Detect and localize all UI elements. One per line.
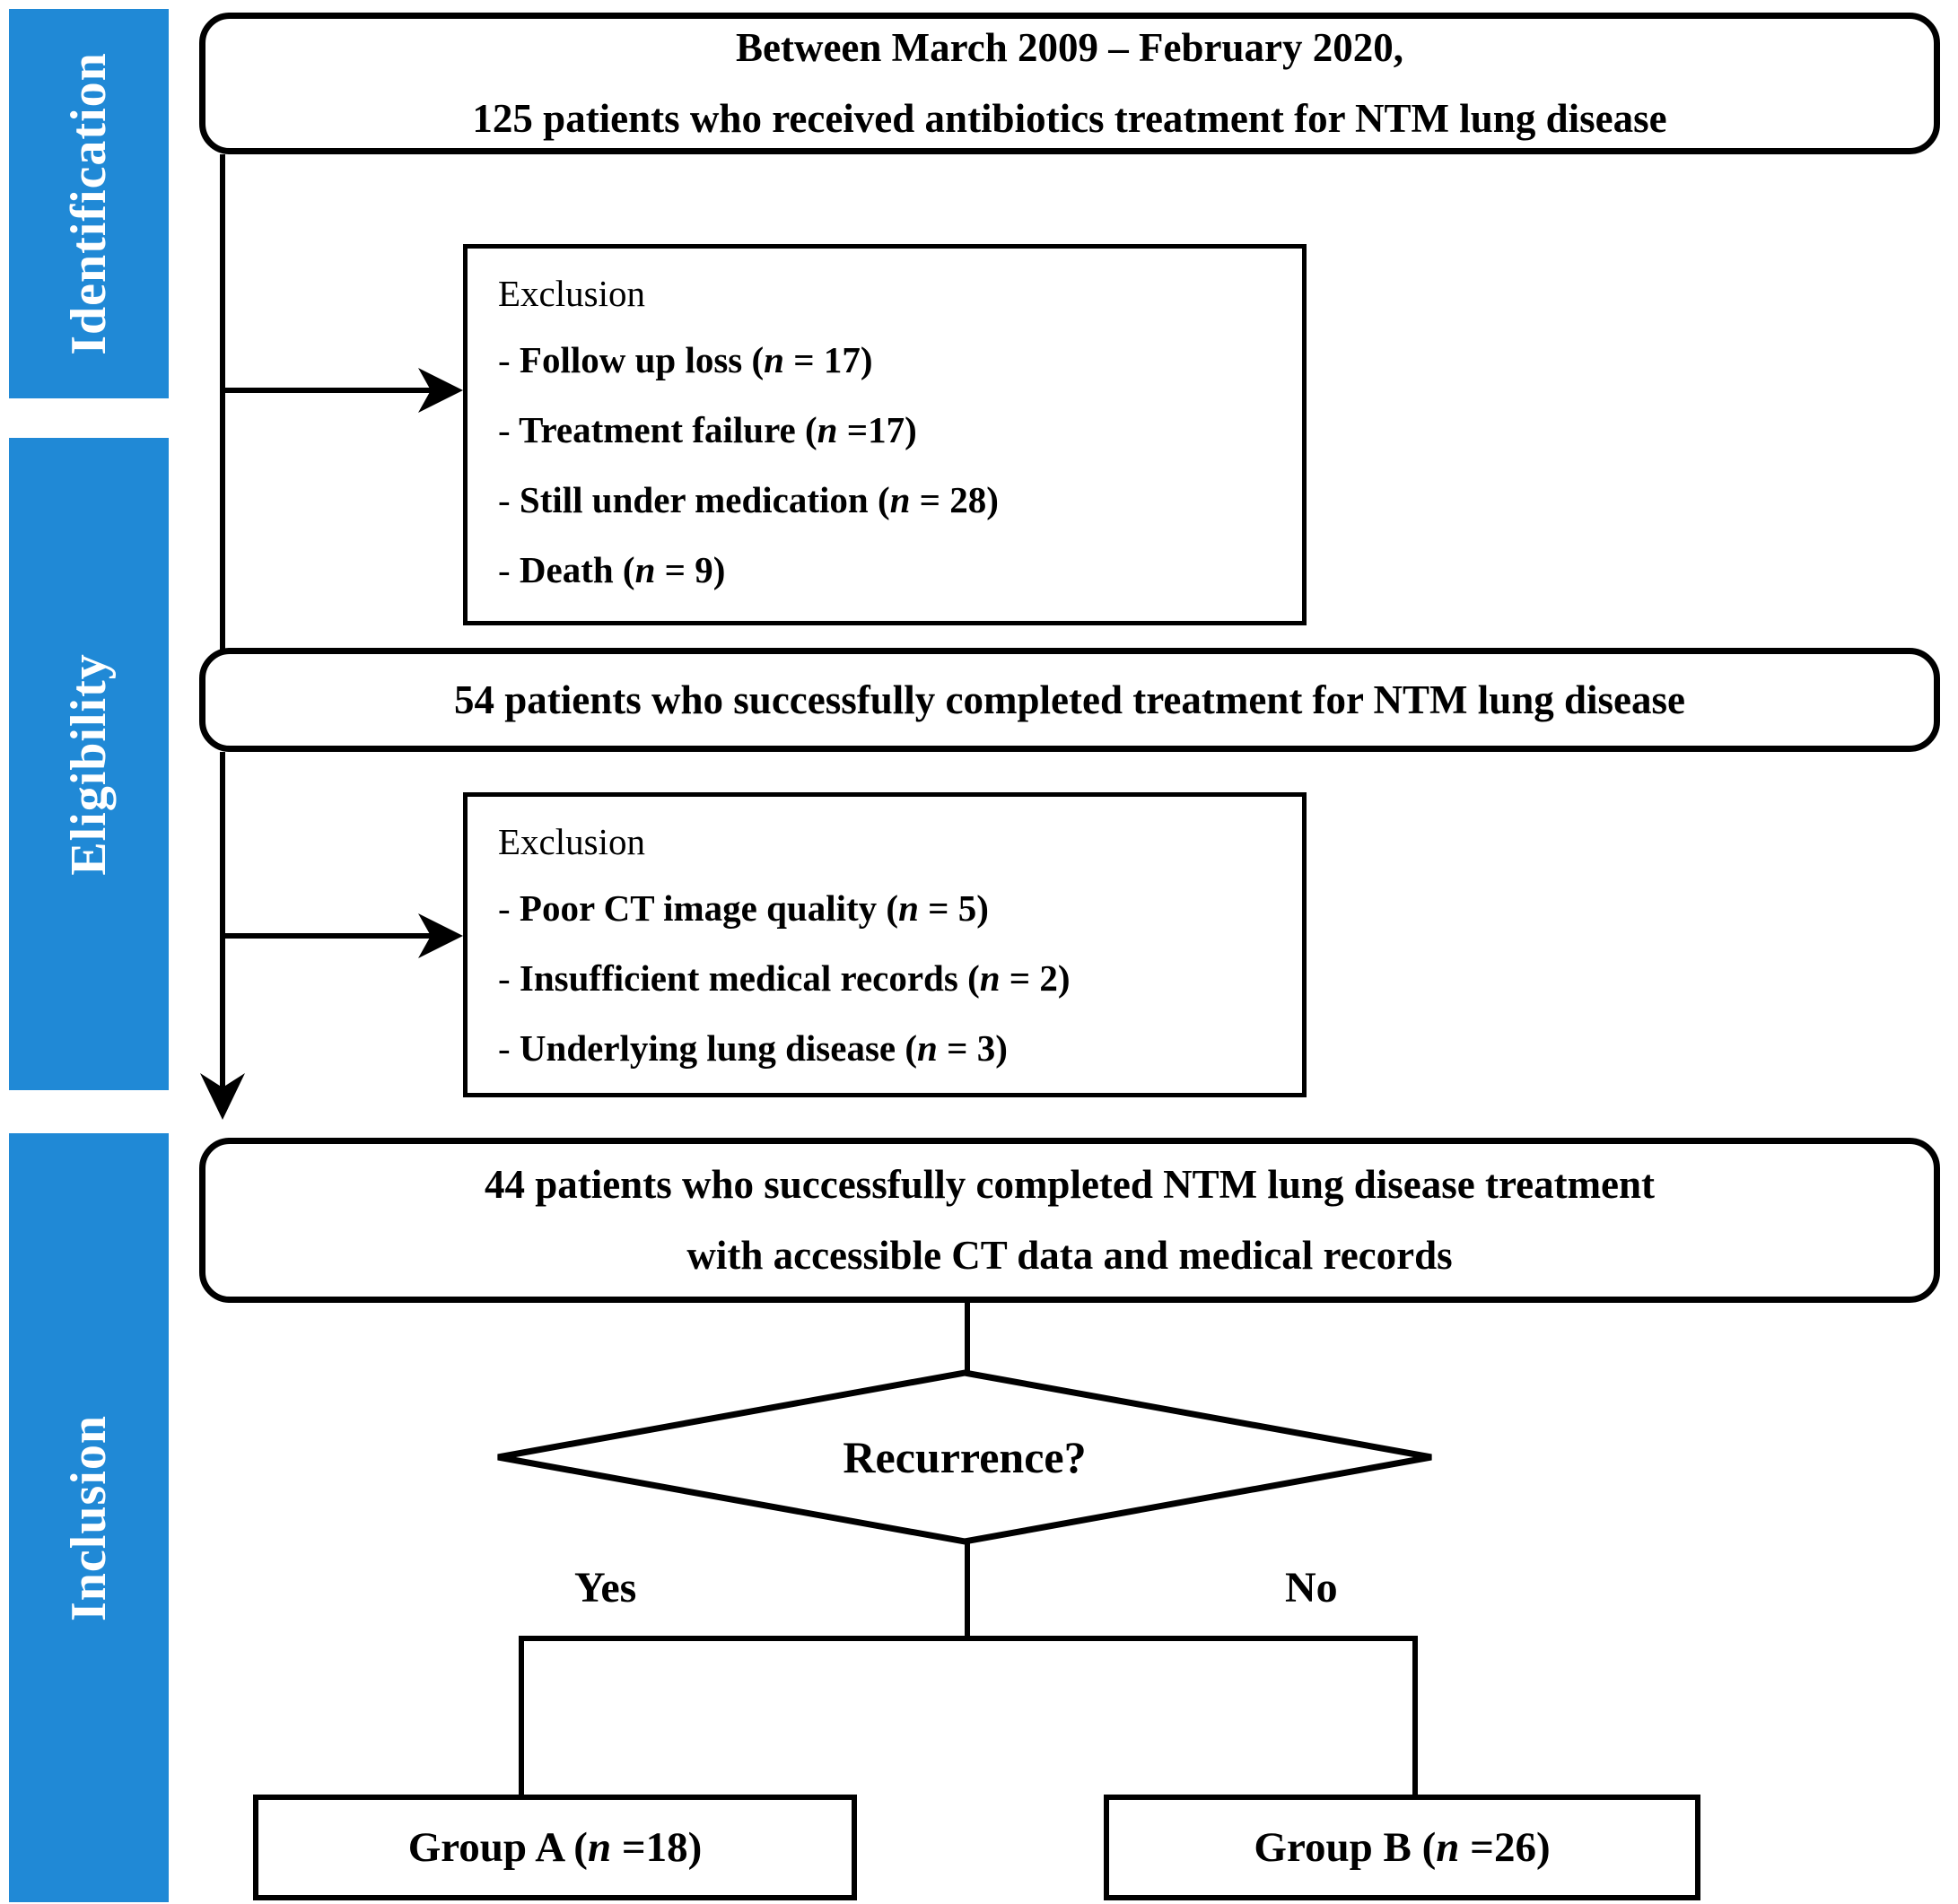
exclusion-box-1-title: Exclusion	[498, 273, 645, 314]
dash-bullet: -	[498, 479, 511, 520]
connector-eligibility-to-inclusion	[220, 752, 225, 1111]
inclusion-box-line-2: with accessible CT data and medical reco…	[686, 1233, 1453, 1278]
branch-label-no: No	[1285, 1564, 1338, 1611]
exclusion-item-count: (n = 5)	[886, 887, 989, 929]
exclusion-box-2-item-2: - Insufficient medical records (n = 2)	[498, 956, 1302, 1000]
exclusion-item-label: Underlying lung disease	[519, 1027, 896, 1069]
inclusion-box: 44 patients who successfully completed N…	[199, 1138, 1940, 1303]
connector-to-exclusion-1	[220, 388, 455, 393]
dash-bullet: -	[498, 409, 511, 450]
decision-node: Recurrence?	[498, 1373, 1431, 1542]
exclusion-box-1-item-3: - Still under medication (n = 28)	[498, 478, 1302, 521]
exclusion-box-2: Exclusion - Poor CT image quality (n = 5…	[463, 792, 1307, 1097]
connector-to-exclusion-2	[220, 933, 455, 939]
exclusion-item-count: (n = 17)	[751, 339, 873, 380]
dash-bullet: -	[498, 957, 511, 999]
dash-bullet: -	[498, 339, 511, 380]
exclusion-item-count: (n = 3)	[905, 1027, 1008, 1069]
exclusion-item-label: Poor CT image quality	[519, 887, 878, 929]
connector-inclusion-to-decision	[965, 1303, 970, 1375]
exclusion-item-label: Follow up loss	[519, 339, 743, 380]
stage-band-eligibility-label: Eligibility	[61, 652, 117, 876]
identification-box-line-1: Between March 2009 – February 2020,	[735, 25, 1404, 71]
exclusion-item-count: (n =17)	[804, 409, 917, 450]
exclusion-box-2-title: Exclusion	[498, 821, 645, 862]
exclusion-item-label: Insufficient medical records	[519, 957, 958, 999]
group-a-label: Group A (n =18)	[407, 1824, 703, 1871]
exclusion-box-1: Exclusion - Follow up loss (n = 17) - Tr…	[463, 244, 1307, 625]
exclusion-item-count: (n = 28)	[877, 479, 999, 520]
stage-band-identification: Identification	[9, 9, 169, 398]
exclusion-box-1-item-1: - Follow up loss (n = 17)	[498, 338, 1302, 381]
dash-bullet: -	[498, 1027, 511, 1069]
stage-band-identification-label: Identification	[61, 52, 117, 355]
dash-bullet: -	[498, 887, 511, 929]
exclusion-box-2-item-3: - Underlying lung disease (n = 3)	[498, 1026, 1302, 1070]
stage-band-inclusion-label: Inclusion	[61, 1414, 117, 1621]
group-a-box: Group A (n =18)	[253, 1795, 857, 1900]
connector-decision-to-split	[965, 1542, 970, 1638]
inclusion-box-line-1: 44 patients who successfully completed N…	[484, 1162, 1656, 1208]
branch-label-yes: Yes	[574, 1564, 637, 1611]
decision-label: Recurrence?	[843, 1432, 1087, 1482]
identification-box-line-2: 125 patients who received antibiotics tr…	[472, 96, 1667, 141]
connector-split-bar	[519, 1636, 1418, 1641]
dash-bullet: -	[498, 549, 511, 590]
exclusion-box-2-item-1: - Poor CT image quality (n = 5)	[498, 886, 1302, 930]
connector-split-to-group-b	[1412, 1636, 1418, 1797]
exclusion-item-label: Still under medication	[519, 479, 869, 520]
connector-identification-to-eligibility	[220, 154, 225, 657]
identification-box: Between March 2009 – February 2020, 125 …	[199, 13, 1940, 154]
group-b-box: Group B (n =26)	[1104, 1795, 1700, 1900]
eligibility-box-line-1: 54 patients who successfully completed t…	[454, 677, 1685, 722]
stage-band-eligibility: Eligibility	[9, 438, 169, 1090]
stage-band-inclusion: Inclusion	[9, 1133, 169, 1902]
exclusion-box-1-item-2: - Treatment failure (n =17)	[498, 408, 1302, 451]
exclusion-item-count: (n = 2)	[967, 957, 1071, 999]
exclusion-item-label: Treatment failure	[519, 409, 796, 450]
connector-split-to-group-a	[519, 1636, 524, 1797]
exclusion-box-1-item-4: - Death (n = 9)	[498, 548, 1302, 591]
exclusion-item-count: (n = 9)	[622, 549, 726, 590]
eligibility-box: 54 patients who successfully completed t…	[199, 648, 1940, 752]
group-b-label: Group B (n =26)	[1254, 1824, 1551, 1871]
exclusion-item-label: Death	[519, 549, 614, 590]
